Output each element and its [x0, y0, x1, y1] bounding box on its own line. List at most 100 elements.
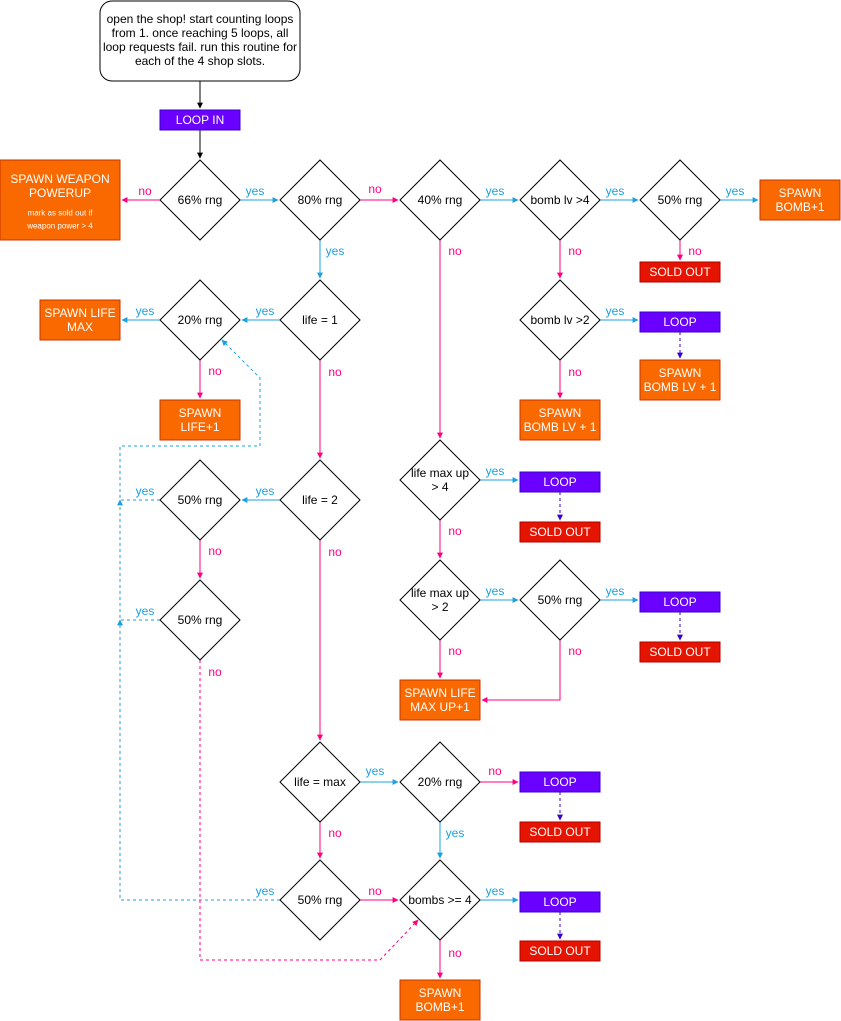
no-label: no	[688, 244, 702, 258]
decision-bombs_ge4: bombs >= 4	[399, 859, 481, 941]
loop-box-label-line: LOOP	[663, 595, 696, 609]
yes-label: yes	[136, 484, 155, 498]
decision-label: 20% rng	[418, 775, 463, 789]
decision-label: life max up> 4	[411, 466, 469, 494]
decision-label-line: bomb lv >2	[530, 313, 589, 327]
no-label: no	[208, 364, 222, 378]
loop-box-shape	[519, 771, 601, 793]
no-label: no	[208, 544, 222, 558]
spawn-life1-box-label-line: LIFE+1	[180, 420, 219, 434]
decision-label: 20% rng	[178, 313, 223, 327]
sold-out-box-shape	[519, 821, 601, 843]
decision-shape	[159, 159, 241, 241]
decision-label-line: life = 2	[302, 493, 338, 507]
spawn-weapon-title-line: SPAWN WEAPON	[10, 172, 109, 186]
decision-label-line: 50% rng	[178, 613, 223, 627]
decision-label-line: life max up	[411, 586, 469, 600]
decision-label-line: 80% rng	[298, 193, 343, 207]
decision-rng40: 40% rng	[399, 159, 481, 241]
decision-label: 50% rng	[298, 893, 343, 907]
no-label: no	[328, 826, 342, 840]
decision-rng20_life: 20% rng	[159, 279, 241, 361]
decision-label-line: 50% rng	[178, 493, 223, 507]
decision-label-line: life max up	[411, 466, 469, 480]
no-connector	[199, 660, 419, 961]
decision-label: 40% rng	[418, 193, 463, 207]
loop-box-label-line: LOOP	[543, 475, 576, 489]
yes-label: yes	[136, 604, 155, 618]
start-note-text-line: loop requests fail. run this routine for	[103, 40, 297, 54]
loop-in-box-label: LOOP IN	[176, 113, 224, 127]
decision-label-line: 50% rng	[538, 593, 583, 607]
no-label: no	[138, 184, 152, 198]
loop-box-shape	[519, 891, 601, 913]
loop-in-box: LOOP IN	[159, 109, 241, 131]
sold-out-box: SOLD OUT	[519, 521, 601, 543]
no-label: no	[368, 182, 382, 196]
decision-shape	[519, 279, 601, 361]
decision-shape	[279, 859, 361, 941]
decision-label-line: bomb lv >4	[530, 193, 589, 207]
decision-label: 50% rng	[538, 593, 583, 607]
yes-label: yes	[606, 584, 625, 598]
decision-label: life = 1	[302, 313, 338, 327]
yes-label: yes	[486, 184, 505, 198]
decision-label-line: life = max	[294, 775, 346, 789]
spawn-life1-box-label-line: SPAWN	[179, 406, 222, 420]
spawn-bomb-lv-box-shape	[519, 399, 601, 441]
loop-box: LOOP	[639, 311, 721, 333]
decision-life_eq1: life = 1	[279, 279, 361, 361]
sold-out-box-shape	[519, 940, 601, 962]
decision-rng50_b: 50% rng	[159, 579, 241, 661]
loop-box-shape	[639, 311, 721, 333]
spawn-bomb-top-box-label-line: SPAWN	[779, 186, 822, 200]
start-note-text-line: each of the 4 shop slots.	[135, 54, 265, 68]
decision-shape	[399, 159, 481, 241]
loop-box: LOOP	[639, 591, 721, 613]
loop-box: LOOP	[519, 891, 601, 913]
decision-shape	[639, 159, 721, 241]
decision-label-line: 50% rng	[658, 193, 703, 207]
decision-shape	[279, 159, 361, 241]
loop-in-box-shape	[159, 109, 241, 131]
decision-rng50_a: 50% rng	[159, 459, 241, 541]
decision-rng50_bottom: 50% rng	[279, 859, 361, 941]
decision-label-line: 50% rng	[298, 893, 343, 907]
sold-out-box-shape	[639, 261, 721, 283]
decision-label-line: 20% rng	[178, 313, 223, 327]
spawn-bomb-lv-box-label-line: BOMB LV + 1	[524, 420, 597, 434]
sold-out-box-label-line: SOLD OUT	[529, 525, 591, 539]
yes-label: yes	[486, 884, 505, 898]
no-label: no	[568, 365, 582, 379]
no-label: no	[328, 545, 342, 559]
spawn-bomb-lv-box-label-line: SPAWN	[539, 406, 582, 420]
decision-shape	[399, 559, 481, 641]
decision-label: bombs >= 4	[408, 893, 472, 907]
spawn-weapon-note-line: weapon power > 4	[26, 222, 93, 231]
decision-shape	[159, 459, 241, 541]
yes-label: yes	[446, 826, 465, 840]
spawn-weapon-note-line: mark as sold out if	[28, 209, 94, 218]
decision-shape	[399, 741, 481, 823]
decision-shape	[279, 741, 361, 823]
decision-shape	[159, 579, 241, 661]
no-label: no	[448, 524, 462, 538]
decision-label-line: > 2	[431, 600, 448, 614]
decision-label: life = max	[294, 775, 346, 789]
yes-label: yes	[326, 244, 345, 258]
decision-label-line: 66% rng	[178, 193, 223, 207]
decision-shape	[279, 279, 361, 361]
spawn-bomb-top-box-label-line: BOMB+1	[775, 200, 824, 214]
decision-label: life = 2	[302, 493, 338, 507]
spawn-life-max-box-label-line: SPAWN LIFE	[44, 306, 115, 320]
